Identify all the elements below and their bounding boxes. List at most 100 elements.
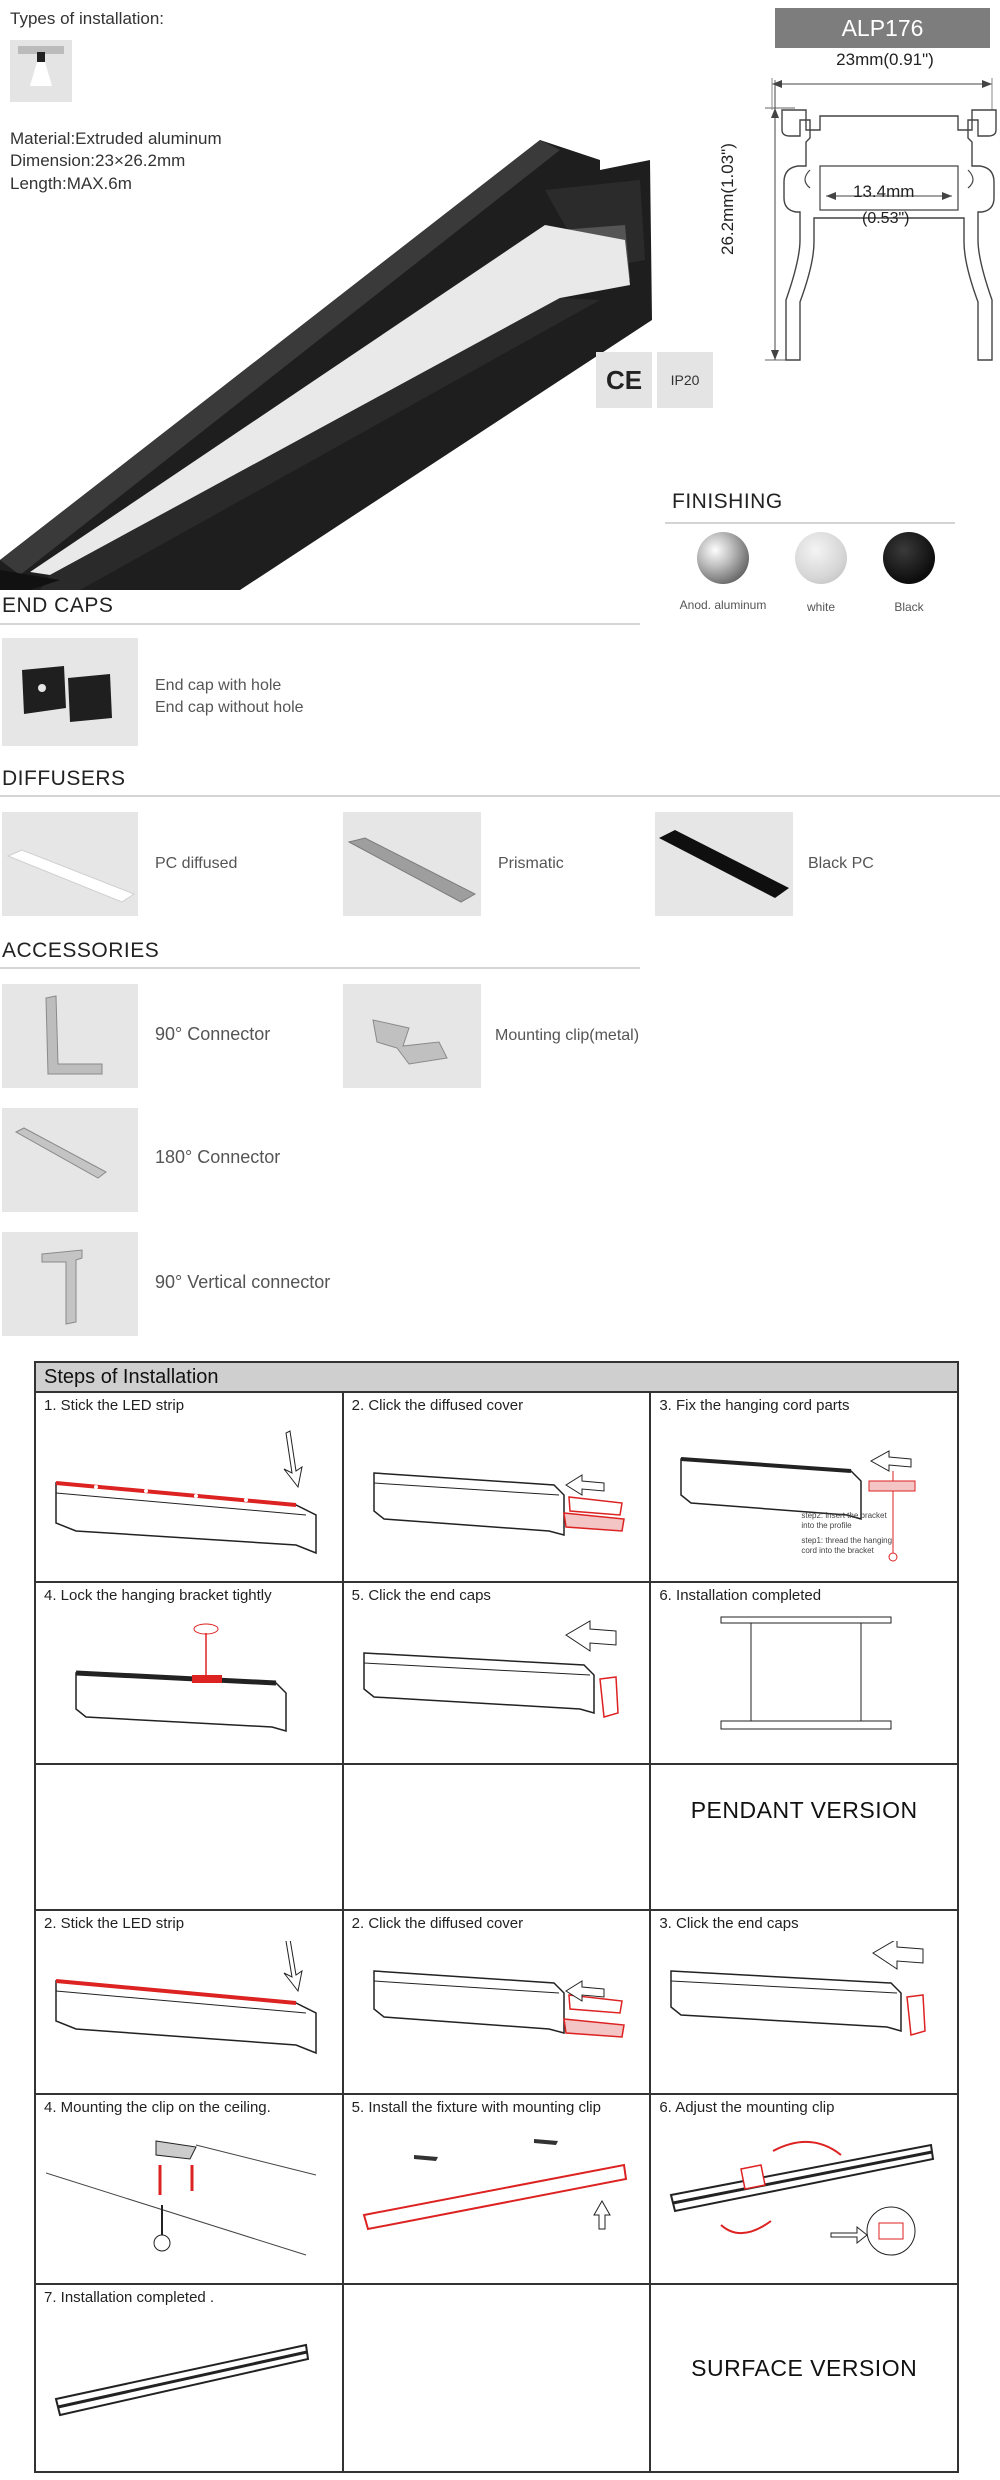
surface-row-3: 7. Installation completed . SURFACE VERS… bbox=[36, 2285, 957, 2471]
pendant-version-label: PENDANT VERSION bbox=[690, 1797, 918, 1823]
pendant-step-6: 6. Installation completed bbox=[651, 1583, 957, 1763]
install-fixture-illustration bbox=[362, 2139, 627, 2231]
end-caps-divider bbox=[0, 623, 640, 625]
pendant-step-4: 4. Lock the hanging bracket tightly bbox=[36, 1583, 344, 1763]
anodized-aluminum-swatch bbox=[697, 532, 749, 584]
connector-90-label: 90° Connector bbox=[155, 1024, 271, 1044]
step-note-2: step2: insert the bracket into the profi… bbox=[801, 1511, 887, 1530]
surface-step-6: 6. Adjust the mounting clip bbox=[651, 2095, 957, 2283]
end-cap-without-hole: End cap without hole bbox=[155, 699, 304, 716]
lock-bracket-illustration bbox=[75, 1623, 287, 1732]
end-caps-illustration bbox=[670, 1941, 927, 2036]
hanging-cord-illustration bbox=[680, 1450, 916, 1562]
step-label: 5. Click the end caps bbox=[351, 1587, 491, 1604]
white-swatch bbox=[795, 532, 847, 584]
surface-step-2: 2. Click the diffused cover bbox=[344, 1911, 652, 2093]
accessories-divider bbox=[0, 967, 640, 969]
finish-label-anodized: Anod. aluminum bbox=[679, 598, 767, 612]
prismatic-label: Prismatic bbox=[498, 855, 564, 872]
empty-cell bbox=[36, 1765, 344, 1909]
surface-version-label: SURFACE VERSION bbox=[691, 2355, 918, 2381]
step-label: 3. Fix the hanging cord parts bbox=[659, 1397, 850, 1414]
led-strip-illustration bbox=[55, 1430, 317, 1555]
surface-step-7: 7. Installation completed . bbox=[36, 2285, 344, 2471]
surface-row-2: 4. Mounting the clip on the ceiling. 5. … bbox=[36, 2095, 957, 2285]
prismatic-image bbox=[343, 812, 481, 916]
pendant-complete-illustration bbox=[720, 1616, 892, 1730]
diffuser-cover-illustration bbox=[372, 1472, 625, 1536]
installation-types-label: Types of installation: bbox=[10, 9, 165, 28]
black-swatch bbox=[883, 532, 935, 584]
width-dimension: 23mm(0.91") bbox=[836, 50, 934, 69]
recessed-installation-icon bbox=[10, 40, 72, 102]
end-cap-with-hole: End cap with hole bbox=[155, 677, 282, 694]
step-label: 7. Installation completed . bbox=[44, 2289, 215, 2306]
pendant-step-1: 1. Stick the LED strip bbox=[36, 1393, 344, 1581]
step-label: 2. Stick the LED strip bbox=[44, 1915, 185, 1932]
vertical-connector-image bbox=[2, 1232, 138, 1336]
finishing-title: FINISHING bbox=[672, 490, 783, 513]
finish-label-white: white bbox=[806, 600, 835, 614]
height-dimension: 26.2mm(1.03") bbox=[718, 143, 737, 255]
pendant-row-1: 1. Stick the LED strip 2. Click the diff… bbox=[36, 1393, 957, 1583]
black-pc-label: Black PC bbox=[808, 855, 874, 872]
step-label: 3. Click the end caps bbox=[659, 1915, 799, 1932]
step-label: 6. Installation completed bbox=[659, 1587, 822, 1604]
connector-180-label: 180° Connector bbox=[155, 1147, 281, 1167]
adjust-clip-illustration bbox=[670, 2140, 935, 2256]
spec-material: Material:Extruded aluminum bbox=[10, 129, 222, 148]
pendant-step-3: 3. Fix the hanging cord parts step2: ins… bbox=[651, 1393, 957, 1581]
pc-diffused-label: PC diffused bbox=[155, 855, 238, 872]
surface-step-4: 4. Mounting the clip on the ceiling. bbox=[36, 2095, 344, 2283]
surface-complete-illustration bbox=[54, 2343, 310, 2417]
model-badge: ALP176 bbox=[775, 8, 990, 48]
diffusers-divider bbox=[0, 795, 1000, 797]
empty-cell bbox=[344, 2285, 652, 2471]
finishing-divider bbox=[665, 522, 955, 524]
mounting-clip-label: Mounting clip(metal) bbox=[495, 1027, 640, 1044]
end-caps-title: END CAPS bbox=[2, 594, 114, 617]
pendant-step-2: 2. Click the diffused cover bbox=[344, 1393, 652, 1581]
led-strip-illustration bbox=[55, 1941, 317, 2055]
pendant-label-row: PENDANT VERSION bbox=[36, 1765, 957, 1911]
pendant-version-cell: PENDANT VERSION bbox=[651, 1765, 957, 1909]
mounting-clip-image bbox=[343, 984, 481, 1088]
connector-90-image bbox=[2, 984, 138, 1088]
finish-label-black: Black bbox=[894, 600, 924, 614]
ce-mark: CE bbox=[596, 352, 652, 408]
step-label: 4. Mounting the clip on the ceiling. bbox=[44, 2099, 271, 2116]
black-pc-image bbox=[655, 812, 793, 916]
step-label: 1. Stick the LED strip bbox=[44, 1397, 185, 1414]
spec-length: Length:MAX.6m bbox=[10, 174, 132, 193]
surface-row-1: 2. Stick the LED strip 2. Click the diff… bbox=[36, 1911, 957, 2095]
ceiling-clip-illustration bbox=[46, 2140, 317, 2256]
inner-width-in: (0.53") bbox=[862, 210, 910, 227]
surface-step-1: 2. Stick the LED strip bbox=[36, 1911, 344, 2093]
steps-title: Steps of Installation bbox=[36, 1363, 957, 1393]
pendant-step-5: 5. Click the end caps bbox=[344, 1583, 652, 1763]
vertical-connector-label: 90° Vertical connector bbox=[155, 1272, 331, 1292]
profile-render bbox=[0, 140, 652, 590]
diffuser-cover-illustration bbox=[372, 1970, 625, 2038]
surface-step-5: 5. Install the fixture with mounting cli… bbox=[344, 2095, 652, 2283]
empty-cell bbox=[344, 1765, 652, 1909]
connector-180-image bbox=[2, 1108, 138, 1212]
inner-width-mm: 13.4mm bbox=[853, 182, 915, 201]
step-note-1: step1: thread the hanging cord into the … bbox=[801, 1536, 893, 1555]
step-label: 6. Adjust the mounting clip bbox=[659, 2099, 835, 2116]
surface-step-3: 3. Click the end caps bbox=[651, 1911, 957, 2093]
spec-dimension: Dimension:23×26.2mm bbox=[10, 151, 186, 170]
installation-steps-table: Steps of Installation 1. Stick the LED s… bbox=[34, 1361, 959, 2473]
ip20-badge: IP20 bbox=[657, 352, 713, 408]
step-label: 2. Click the diffused cover bbox=[351, 1397, 524, 1414]
step-label: 5. Install the fixture with mounting cli… bbox=[351, 2099, 601, 2116]
pendant-row-2: 4. Lock the hanging bracket tightly 5. C… bbox=[36, 1583, 957, 1765]
end-cap-image bbox=[2, 638, 138, 746]
end-caps-illustration bbox=[362, 1620, 619, 1718]
accessories-title: ACCESSORIES bbox=[2, 939, 160, 962]
surface-version-cell: SURFACE VERSION bbox=[651, 2285, 957, 2471]
step-label: 4. Lock the hanging bracket tightly bbox=[44, 1587, 272, 1604]
pc-diffused-image bbox=[2, 812, 138, 916]
step-label: 2. Click the diffused cover bbox=[351, 1915, 524, 1932]
diffusers-title: DIFFUSERS bbox=[2, 767, 126, 790]
